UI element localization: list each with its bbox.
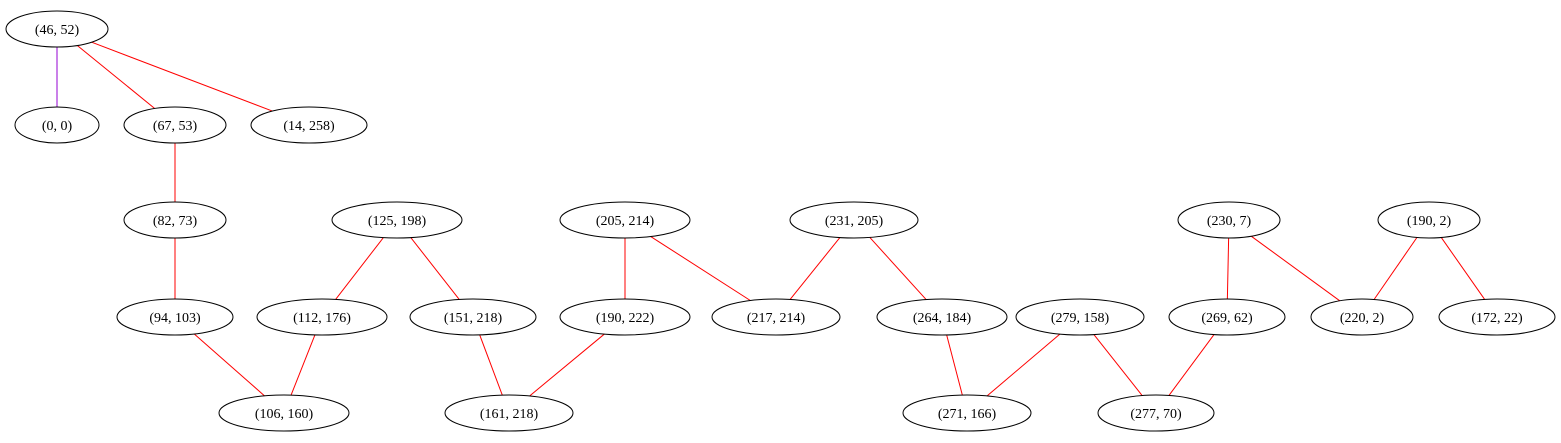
edge-n190_2-n220_2	[1373, 237, 1418, 300]
node-ellipse	[444, 394, 574, 432]
edge-n112_176-n106_160	[290, 334, 316, 396]
graph-node: (125, 198)	[331, 201, 463, 239]
node-label: (279, 158)	[1051, 311, 1110, 326]
node-ellipse	[14, 106, 100, 144]
node-label: (14, 258)	[283, 119, 335, 134]
graph-node: (217, 214)	[711, 298, 841, 336]
edge-n279_158-n277_70	[1093, 334, 1143, 396]
node-ellipse	[123, 201, 227, 239]
graph-node: (220, 2)	[1310, 298, 1414, 336]
node-label: (112, 176)	[293, 311, 351, 326]
node-ellipse	[1168, 298, 1286, 336]
graph-node: (172, 22)	[1438, 298, 1556, 336]
node-ellipse	[1015, 298, 1145, 336]
node-label: (271, 166)	[938, 407, 997, 422]
node-ellipse	[876, 298, 1008, 336]
edge-n46_52-n14_258	[91, 41, 273, 112]
graph-node: (161, 218)	[444, 394, 574, 432]
graph-node: (0, 0)	[14, 106, 100, 144]
edge-n231_205-n217_214	[789, 237, 841, 300]
graph-node: (14, 258)	[250, 106, 368, 144]
graph-node: (277, 70)	[1097, 394, 1215, 432]
node-label: (217, 214)	[747, 311, 806, 326]
node-label: (264, 184)	[913, 311, 972, 326]
node-ellipse	[711, 298, 841, 336]
graph-node: (67, 53)	[123, 106, 227, 144]
edge-n264_184-n271_166	[946, 334, 963, 396]
node-label: (190, 2)	[1407, 214, 1452, 229]
edges-layer	[56, 41, 1486, 397]
graph-node: (82, 73)	[123, 201, 227, 239]
node-label: (269, 62)	[1201, 311, 1253, 326]
node-label: (172, 22)	[1471, 311, 1523, 326]
graph-node: (94, 103)	[116, 298, 234, 336]
graph-node: (190, 2)	[1377, 201, 1481, 239]
node-label: (231, 205)	[825, 214, 884, 229]
edge-n205_214-n217_214	[650, 236, 751, 301]
graph-node: (230, 7)	[1177, 201, 1281, 239]
node-ellipse	[1097, 394, 1215, 432]
node-ellipse	[331, 201, 463, 239]
edge-n269_62-n277_70	[1168, 334, 1215, 396]
node-ellipse	[256, 298, 388, 336]
graph-node: (106, 160)	[218, 394, 350, 432]
node-ellipse	[1438, 298, 1556, 336]
edge-n231_205-n264_184	[869, 237, 927, 300]
node-label: (161, 218)	[480, 407, 539, 422]
graph-node: (205, 214)	[559, 201, 691, 239]
edge-n46_52-n67_53	[76, 45, 156, 109]
node-ellipse	[5, 10, 109, 48]
graph-node: (46, 52)	[5, 10, 109, 48]
node-ellipse	[123, 106, 227, 144]
node-ellipse	[1310, 298, 1414, 336]
graph-node: (190, 222)	[559, 298, 691, 336]
node-ellipse	[409, 298, 537, 336]
node-label: (151, 218)	[444, 311, 503, 326]
node-label: (46, 52)	[35, 23, 80, 38]
node-ellipse	[116, 298, 234, 336]
node-ellipse	[559, 298, 691, 336]
graph-node: (264, 184)	[876, 298, 1008, 336]
node-label: (190, 222)	[596, 311, 655, 326]
node-label: (0, 0)	[42, 119, 73, 134]
graph-node: (271, 166)	[902, 394, 1032, 432]
edge-n151_218-n161_218	[479, 334, 503, 396]
node-ellipse	[1177, 201, 1281, 239]
node-label: (205, 214)	[596, 214, 655, 229]
edge-n190_2-n172_22	[1440, 237, 1486, 300]
nodes-layer: (46, 52) (0, 0) (67, 53) (14, 258) (82, 73) (…	[5, 10, 1556, 432]
edge-n125_198-n112_176	[335, 237, 384, 300]
edge-n125_198-n151_218	[410, 237, 460, 300]
node-ellipse	[218, 394, 350, 432]
node-label: (277, 70)	[1130, 407, 1182, 422]
node-label: (125, 198)	[368, 214, 427, 229]
node-label: (106, 160)	[255, 407, 314, 422]
graph-node: (151, 218)	[409, 298, 537, 336]
edge-n230_7-n220_2	[1250, 235, 1341, 302]
edge-n190_222-n161_218	[529, 333, 605, 397]
node-ellipse	[902, 394, 1032, 432]
node-label: (94, 103)	[149, 311, 201, 326]
graph-node: (231, 205)	[789, 201, 919, 239]
node-label: (220, 2)	[1340, 311, 1385, 326]
edge-n230_7-n269_62	[1226, 237, 1230, 300]
node-label: (82, 73)	[153, 214, 198, 229]
node-ellipse	[789, 201, 919, 239]
node-ellipse	[559, 201, 691, 239]
node-ellipse	[1377, 201, 1481, 239]
graph-node: (269, 62)	[1168, 298, 1286, 336]
graph-node: (279, 158)	[1015, 298, 1145, 336]
edge-n279_158-n271_166	[986, 333, 1061, 397]
node-ellipse	[250, 106, 368, 144]
node-label: (230, 7)	[1207, 214, 1252, 229]
edge-n94_103-n106_160	[193, 333, 265, 397]
node-label: (67, 53)	[153, 119, 198, 134]
graph-node: (112, 176)	[256, 298, 388, 336]
